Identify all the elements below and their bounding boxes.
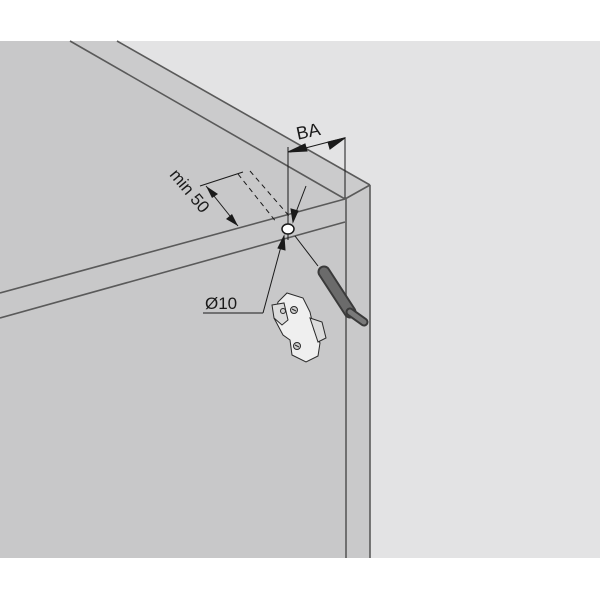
hinge-mounting-plate xyxy=(271,292,327,363)
diameter-arrows xyxy=(203,185,319,314)
ba-label: BA xyxy=(294,119,322,144)
min50-arrows xyxy=(206,186,238,226)
push-damper xyxy=(317,265,369,327)
diameter-label: Ø10 xyxy=(205,294,237,313)
panel-side-edge xyxy=(345,185,370,558)
cabinet-panel xyxy=(0,41,370,558)
panel-top-edge xyxy=(70,41,370,199)
drill-hole xyxy=(281,223,295,235)
